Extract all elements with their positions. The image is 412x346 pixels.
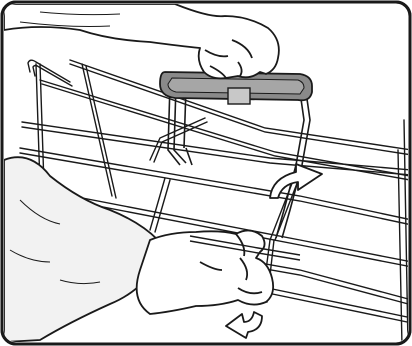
handle-latch bbox=[228, 88, 250, 104]
